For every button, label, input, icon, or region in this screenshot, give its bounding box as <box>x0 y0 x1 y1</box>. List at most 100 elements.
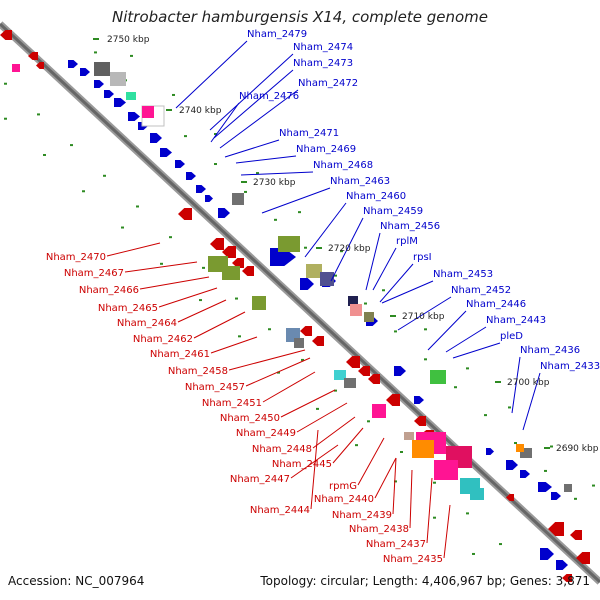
leader-line <box>522 372 541 431</box>
gene-arrow-forward <box>300 278 314 290</box>
gene-label-reverse: Nham_2435 <box>383 554 443 565</box>
leader-line <box>511 356 521 414</box>
ring-dot <box>298 211 301 214</box>
ring-dot <box>214 133 217 136</box>
gene-block <box>334 370 346 380</box>
ring-dot <box>70 144 73 147</box>
gene-arrow-forward <box>556 560 568 570</box>
ring-dot <box>334 389 337 392</box>
gene-label-reverse: Nham_2451 <box>202 398 262 409</box>
leader-line <box>240 171 314 176</box>
gene-arrow-reverse <box>232 258 244 268</box>
gene-label-reverse: rpmG <box>329 481 357 492</box>
ring-dot <box>103 174 106 177</box>
gene-block <box>430 370 446 384</box>
gene-label-forward: Nham_2469 <box>296 144 356 155</box>
ring-dot <box>4 117 7 120</box>
ring-dot <box>367 420 370 423</box>
gene-label-reverse: Nham_2465 <box>98 303 158 314</box>
gene-label-reverse: Nham_2461 <box>150 349 210 360</box>
gene-block <box>372 404 386 418</box>
gene-label-reverse: Nham_2440 <box>314 494 374 505</box>
leader-line <box>427 310 467 351</box>
tick-label: 2690 kbp <box>556 444 599 454</box>
gene-label-reverse: Nham_2450 <box>220 413 280 424</box>
tick-label: 2750 kbp <box>107 35 150 45</box>
gene-label-forward: Nham_2453 <box>433 269 493 280</box>
gene-arrow-forward <box>540 548 554 560</box>
gene-block <box>320 272 334 286</box>
gene-features <box>0 30 590 582</box>
gene-block <box>344 378 356 388</box>
gene-label-forward: Nham_2460 <box>346 191 406 202</box>
ring-dot <box>508 406 511 409</box>
ring-dot <box>424 328 427 331</box>
gene-label-forward: pleD <box>500 331 523 342</box>
ring-dot <box>544 469 547 472</box>
gene-arrow-forward <box>128 112 140 121</box>
ring-dot <box>514 442 517 445</box>
gene-label-reverse: Nham_2466 <box>79 285 139 296</box>
ring-dot <box>394 480 397 483</box>
leader-line <box>397 296 452 331</box>
gene-label-forward: Nham_2463 <box>330 176 390 187</box>
leader-line <box>312 416 356 449</box>
ring-dot <box>304 246 307 249</box>
gene-block <box>126 92 136 100</box>
ring-dot <box>214 163 217 166</box>
leader-line <box>139 276 210 290</box>
ring-dot <box>340 250 343 253</box>
gene-label-forward: Nham_2443 <box>486 315 546 326</box>
ring-dot <box>82 190 85 193</box>
ring-dot <box>172 93 175 96</box>
ring-dot <box>94 51 97 54</box>
gene-arrow-reverse <box>312 336 324 346</box>
gene-label-reverse: Nham_2464 <box>117 318 177 329</box>
gene-label-forward: Nham_2452 <box>451 285 511 296</box>
tick-label: 2700 kbp <box>507 378 550 388</box>
gene-arrow-forward <box>94 80 104 88</box>
ring-dot <box>424 358 427 361</box>
leader-line <box>124 261 198 273</box>
gene-label-reverse: Nham_2467 <box>64 268 124 279</box>
gene-arrow-reverse <box>358 366 370 376</box>
gene-label-forward: Nham_2468 <box>313 160 373 171</box>
gene-block <box>520 448 532 458</box>
gene-arrow-reverse <box>242 266 254 276</box>
gene-block <box>232 193 244 205</box>
ring-dot <box>400 451 403 453</box>
map-title: Nitrobacter hamburgensis X14, complete g… <box>112 8 488 26</box>
leader-line <box>409 469 413 529</box>
gene-arrow-forward <box>486 448 494 455</box>
ring-dot <box>169 236 172 239</box>
gene-block <box>278 236 300 252</box>
ring-dot <box>592 484 595 487</box>
gene-arrow-forward <box>68 60 78 68</box>
ring-dot <box>316 407 319 410</box>
ring-dot <box>433 481 436 484</box>
gene-label-forward: Nham_2446 <box>466 299 526 310</box>
gene-arrow-forward <box>414 396 424 404</box>
gene-arrow-reverse <box>346 356 360 368</box>
gene-arrow-forward <box>394 366 406 376</box>
leader-line <box>175 40 248 109</box>
tick-label: 2740 kbp <box>179 106 222 116</box>
leader-line <box>392 457 397 515</box>
ring-dot <box>244 190 247 193</box>
gene-label-reverse: Nham_2445 <box>272 459 332 470</box>
gene-arrow-reverse <box>0 30 12 40</box>
leader-line <box>210 102 240 143</box>
gene-label-forward: Nham_2436 <box>520 345 580 356</box>
gene-label-forward: Nham_2479 <box>247 29 307 40</box>
label-leaders <box>106 40 541 559</box>
gene-label-reverse: Nham_2439 <box>332 510 392 521</box>
gene-label-forward: Nham_2476 <box>239 91 299 102</box>
leader-line <box>261 187 331 214</box>
gene-arrow-forward <box>104 90 114 98</box>
gene-label-forward: Nham_2473 <box>293 58 353 69</box>
gene-arrow-reverse <box>368 374 380 384</box>
leader-line <box>357 437 385 486</box>
ring-dot <box>301 358 304 361</box>
gene-arrow-reverse <box>562 574 572 582</box>
